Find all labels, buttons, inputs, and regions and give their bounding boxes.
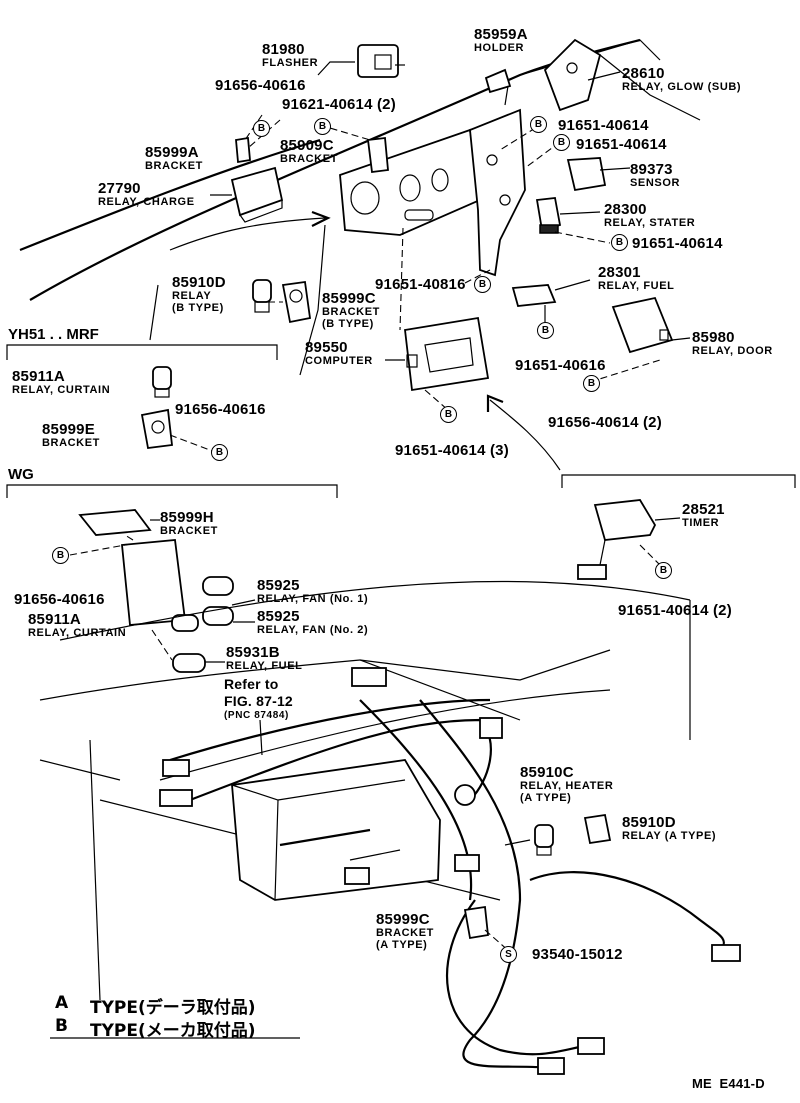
legend-b-key: B (55, 1016, 68, 1036)
part-85999h-number: 85999H (160, 509, 214, 526)
part-91651-40614-b: 91651-40614 (576, 136, 667, 153)
part-85999e-name: BRACKET (42, 437, 100, 449)
callout-s: S (500, 946, 517, 963)
part-85980-name: RELAY, DOOR (692, 345, 773, 357)
callout-b: B (583, 375, 600, 392)
part-85999h-name: BRACKET (160, 525, 218, 537)
part-81980-number: 81980 (262, 41, 305, 58)
section-wg: WG (8, 466, 34, 483)
part-85911a-wg-name: RELAY, CURTAIN (28, 627, 127, 639)
part-85911a-yh-name: RELAY, CURTAIN (12, 384, 111, 396)
part-85909c-name: BRACKET (280, 153, 338, 165)
part-28300-name: RELAY, STATER (604, 217, 696, 229)
part-91656-40616-a: 91656-40616 (215, 77, 306, 94)
part-85931b-number: 85931B (226, 644, 280, 661)
part-85911a-yh-number: 85911A (12, 368, 65, 385)
part-85910c-number: 85910C (520, 764, 574, 781)
part-91651-40614-2: 91651-40614 (2) (618, 602, 732, 619)
part-89373-name: SENSOR (630, 177, 681, 189)
callout-b: B (253, 120, 270, 137)
part-81980-name: FLASHER (262, 57, 319, 69)
part-91656-40616-c: 91656-40616 (14, 591, 105, 608)
part-85999c-b-number: 85999C (322, 290, 376, 307)
part-28521-number: 28521 (682, 501, 725, 518)
part-91651-40816: 91651-40816 (375, 276, 466, 293)
part-89550-number: 89550 (305, 339, 348, 356)
part-85999e-number: 85999E (42, 421, 95, 438)
part-85910d-a-number: 85910D (622, 814, 676, 831)
part-91651-40616: 91651-40616 (515, 357, 606, 374)
callout-b: B (440, 406, 457, 423)
part-27790-name: RELAY, CHARGE (98, 196, 195, 208)
callout-b: B (474, 276, 491, 293)
part-85999c-a-number: 85999C (376, 911, 430, 928)
part-28521-name: TIMER (682, 517, 720, 529)
refer-line-1: Refer to (224, 676, 279, 692)
legend-a-text: TYPE(デーラ取付品) (90, 998, 256, 1018)
part-27790-number: 27790 (98, 180, 141, 197)
callout-b: B (537, 322, 554, 339)
part-85925-2-number: 85925 (257, 608, 300, 625)
part-28610-number: 28610 (622, 65, 665, 82)
callout-b: B (530, 116, 547, 133)
callout-b: B (655, 562, 672, 579)
part-85910d-b-number: 85910D (172, 274, 226, 291)
part-85925-1-name: RELAY, FAN (No. 1) (257, 593, 369, 605)
part-85931b-name: RELAY, FUEL (226, 660, 303, 672)
part-89550-name: COMPUTER (305, 355, 373, 367)
part-85909c-number: 85909C (280, 137, 334, 154)
part-85999c-a-name: BRACKET (A TYPE) (376, 927, 434, 951)
callout-b: B (553, 134, 570, 151)
part-85999a-number: 85999A (145, 144, 199, 161)
part-91656-40614: 91656-40614 (2) (548, 414, 662, 431)
refer-line-2: FIG. 87-12 (224, 693, 293, 709)
callout-b: B (611, 234, 628, 251)
part-91621-40614: 91621-40614 (2) (282, 96, 396, 113)
part-91651-40614-c: 91651-40614 (632, 235, 723, 252)
part-28301-number: 28301 (598, 264, 641, 281)
figure-code: ME E441-D (692, 1076, 765, 1091)
part-28300-number: 28300 (604, 201, 647, 218)
part-85910c-name: RELAY, HEATER (A TYPE) (520, 780, 614, 804)
legend-a-key: A (55, 993, 69, 1013)
callout-b: B (211, 444, 228, 461)
part-85910d-a-name: RELAY (A TYPE) (622, 830, 717, 842)
part-89373-number: 89373 (630, 161, 673, 178)
part-85959a-number: 85959A (474, 26, 528, 43)
part-85999a-name: BRACKET (145, 160, 203, 172)
part-91651-40614-3: 91651-40614 (3) (395, 442, 509, 459)
part-28610-name: RELAY, GLOW (SUB) (622, 81, 742, 93)
part-28301-name: RELAY, FUEL (598, 280, 675, 292)
part-91651-40614-a: 91651-40614 (558, 117, 649, 134)
part-91656-40616-b: 91656-40616 (175, 401, 266, 418)
callout-b: B (314, 118, 331, 135)
part-85980-number: 85980 (692, 329, 735, 346)
part-85959a-name: HOLDER (474, 42, 525, 54)
part-85925-2-name: RELAY, FAN (No. 2) (257, 624, 369, 636)
refer-line-3: (PNC 87484) (224, 710, 289, 721)
callout-b: B (52, 547, 69, 564)
part-85999c-b-name: BRACKET (B TYPE) (322, 306, 380, 330)
section-yh51: YH51 . . MRF (8, 326, 99, 343)
legend-b-text: TYPE(メーカ取付品) (90, 1021, 256, 1041)
part-85910d-b-name: RELAY (B TYPE) (172, 290, 224, 314)
part-85911a-wg-number: 85911A (28, 611, 81, 628)
part-85925-1-number: 85925 (257, 577, 300, 594)
part-93540-15012: 93540-15012 (532, 946, 623, 963)
